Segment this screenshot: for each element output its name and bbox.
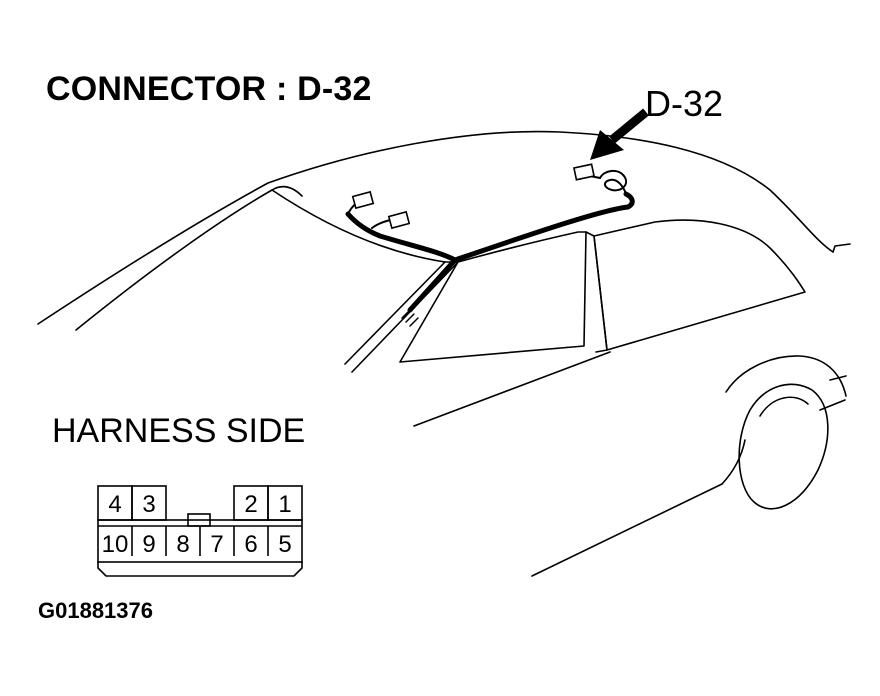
car-body-outline [37, 130, 834, 325]
connector-left-lower [387, 210, 411, 230]
car-rear-line [832, 243, 851, 253]
connector-pin-face [97, 485, 303, 577]
pin-9: 9 [142, 531, 155, 558]
front-door-window [399, 231, 587, 363]
callout-arrow [590, 108, 649, 160]
rear-wheel-inner [759, 396, 809, 417]
pin-1: 1 [278, 491, 291, 518]
connector-title: CONNECTOR : D-32 [46, 70, 372, 108]
b-pillar [585, 231, 608, 353]
belt-line [413, 351, 611, 427]
pin-6: 6 [244, 531, 257, 558]
wire-stub [401, 309, 419, 327]
pin-10: 10 [102, 531, 129, 558]
wheel-arch [725, 355, 847, 397]
body-side-rear [721, 439, 746, 485]
pin-2: 2 [244, 491, 257, 518]
pin-4: 4 [108, 491, 121, 518]
connector-left-upper [351, 190, 375, 210]
figure-id: G01881376 [38, 598, 153, 623]
pin-3: 3 [142, 491, 155, 518]
rear-door-window [593, 219, 806, 351]
pin-5: 5 [278, 531, 291, 558]
connector-callout-label: D-32 [645, 83, 724, 124]
windshield-outline [75, 189, 446, 331]
rear-wheel [738, 383, 829, 510]
wire-harness-branch [345, 211, 458, 263]
wire-harness-main [407, 191, 635, 313]
harness-side-label: HARNESS SIDE [52, 412, 306, 450]
rocker-line [531, 483, 723, 577]
bumper-line [819, 399, 846, 411]
bumper-line-2 [829, 375, 847, 381]
windshield-inner [271, 185, 303, 197]
wire-coil [599, 170, 628, 195]
pin-8: 8 [176, 531, 189, 558]
pin-7: 7 [210, 531, 223, 558]
connector-d32-on-car [573, 163, 595, 181]
